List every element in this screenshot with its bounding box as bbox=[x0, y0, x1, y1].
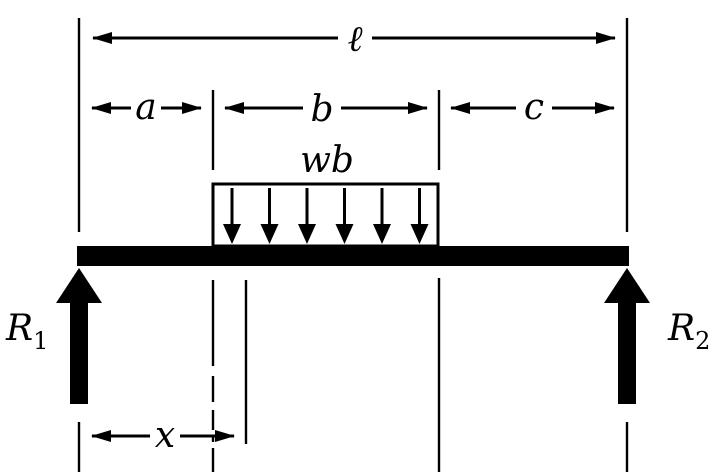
length-label: ℓ bbox=[348, 19, 363, 60]
x-label: x bbox=[155, 415, 175, 456]
reaction-right-label: R2 bbox=[667, 308, 710, 355]
load-label: wb bbox=[300, 140, 354, 181]
beam bbox=[77, 246, 629, 266]
load-arrow bbox=[260, 188, 279, 244]
load-arrow bbox=[335, 188, 354, 244]
reaction-right-arrow bbox=[604, 268, 650, 404]
segment-b-label: b bbox=[310, 89, 333, 130]
segment-a-label: a bbox=[135, 87, 156, 128]
reaction-left-label: R1 bbox=[5, 308, 48, 355]
distributed-load-box bbox=[211, 182, 440, 248]
load-arrow bbox=[223, 188, 241, 244]
load-arrow bbox=[410, 188, 429, 244]
segment-c-label: c bbox=[524, 87, 544, 128]
load-arrow bbox=[298, 188, 316, 244]
load-arrow bbox=[373, 188, 391, 244]
load-arrows bbox=[223, 188, 429, 244]
reaction-left-arrow bbox=[56, 268, 102, 404]
